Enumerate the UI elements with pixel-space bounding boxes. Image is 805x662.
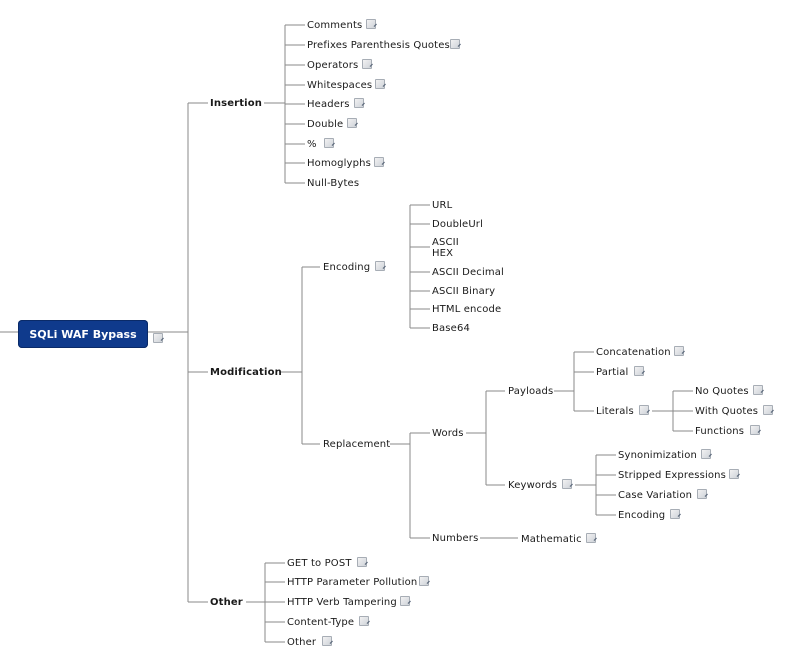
note-icon[interactable] xyxy=(366,19,376,29)
note-icon[interactable] xyxy=(362,59,372,69)
topic-ascii-binary[interactable]: ASCII Binary xyxy=(432,286,496,297)
note-icon[interactable] xyxy=(750,425,760,435)
topic-other[interactable]: Other xyxy=(210,597,243,608)
topic-with-quotes[interactable]: With Quotes xyxy=(695,406,759,417)
note-icon[interactable] xyxy=(753,385,763,395)
topic-hex[interactable]: HEX xyxy=(432,248,454,259)
note-icon[interactable] xyxy=(674,346,684,356)
note-icon[interactable] xyxy=(354,98,364,108)
topic-comments[interactable]: Comments xyxy=(307,20,363,31)
note-icon[interactable] xyxy=(374,157,384,167)
topic-percent[interactable]: % xyxy=(307,139,317,150)
topic-concatenation[interactable]: Concatenation xyxy=(596,347,671,358)
note-icon[interactable] xyxy=(586,533,596,543)
topic-payloads[interactable]: Payloads xyxy=(508,386,554,397)
topic-html-encode[interactable]: HTML encode xyxy=(432,304,502,315)
topic-homoglyphs[interactable]: Homoglyphs xyxy=(307,158,371,169)
note-icon[interactable] xyxy=(729,469,739,479)
topic-base64[interactable]: Base64 xyxy=(432,323,470,334)
note-icon[interactable] xyxy=(324,138,334,148)
topic-null-bytes[interactable]: Null-Bytes xyxy=(307,178,360,189)
topic-mathematic[interactable]: Mathematic xyxy=(521,534,582,545)
topic-encoding[interactable]: Encoding xyxy=(323,262,371,273)
note-icon[interactable] xyxy=(763,405,773,415)
topic-stripped-expressions[interactable]: Stripped Expressions xyxy=(618,470,727,481)
topic-partial[interactable]: Partial xyxy=(596,367,629,378)
topic-whitespaces[interactable]: Whitespaces xyxy=(307,80,373,91)
note-icon[interactable] xyxy=(400,596,410,606)
note-icon[interactable] xyxy=(359,616,369,626)
topic-content-type[interactable]: Content-Type xyxy=(287,617,355,628)
topic-prefixes[interactable]: Prefixes Parenthesis Quotes xyxy=(307,40,450,51)
topic-ascii-decimal[interactable]: ASCII Decimal xyxy=(432,267,504,278)
note-icon[interactable] xyxy=(419,576,429,586)
topic-words[interactable]: Words xyxy=(432,428,464,439)
topic-numbers[interactable]: Numbers xyxy=(432,533,479,544)
note-icon[interactable] xyxy=(670,509,680,519)
topic-no-quotes[interactable]: No Quotes xyxy=(695,386,749,397)
note-icon[interactable] xyxy=(322,636,332,646)
topic-get-to-post[interactable]: GET to POST xyxy=(287,558,352,569)
note-icon[interactable] xyxy=(375,261,385,271)
topic-url[interactable]: URL xyxy=(432,200,453,211)
note-icon[interactable] xyxy=(697,489,707,499)
topic-keyword-encoding[interactable]: Encoding xyxy=(618,510,666,521)
topic-case-variation[interactable]: Case Variation xyxy=(618,490,693,501)
note-icon[interactable] xyxy=(639,405,649,415)
note-icon[interactable] xyxy=(450,39,460,49)
topic-synonimization[interactable]: Synonimization xyxy=(618,450,697,461)
topic-doubleurl[interactable]: DoubleUrl xyxy=(432,219,483,230)
topic-ascii[interactable]: ASCII xyxy=(432,237,459,248)
note-icon[interactable] xyxy=(634,366,644,376)
topic-functions[interactable]: Functions xyxy=(695,426,745,437)
root-topic[interactable]: SQLi WAF Bypass xyxy=(18,320,148,348)
note-icon[interactable] xyxy=(701,449,711,459)
topic-replacement[interactable]: Replacement xyxy=(323,439,391,450)
topic-keywords[interactable]: Keywords xyxy=(508,480,558,491)
topic-http-parameter-pollution[interactable]: HTTP Parameter Pollution xyxy=(287,577,418,588)
topic-headers[interactable]: Headers xyxy=(307,99,350,110)
note-icon[interactable] xyxy=(375,79,385,89)
topic-other-item[interactable]: Other xyxy=(287,637,317,648)
topic-double[interactable]: Double xyxy=(307,119,344,130)
note-icon[interactable] xyxy=(153,333,163,343)
topic-literals[interactable]: Literals xyxy=(596,406,634,417)
topic-http-verb-tampering[interactable]: HTTP Verb Tampering xyxy=(287,597,397,608)
note-icon[interactable] xyxy=(347,118,357,128)
note-icon[interactable] xyxy=(357,557,367,567)
topic-insertion[interactable]: Insertion xyxy=(210,98,263,109)
topic-modification[interactable]: Modification xyxy=(210,367,282,378)
topic-operators[interactable]: Operators xyxy=(307,60,359,71)
note-icon[interactable] xyxy=(562,479,572,489)
